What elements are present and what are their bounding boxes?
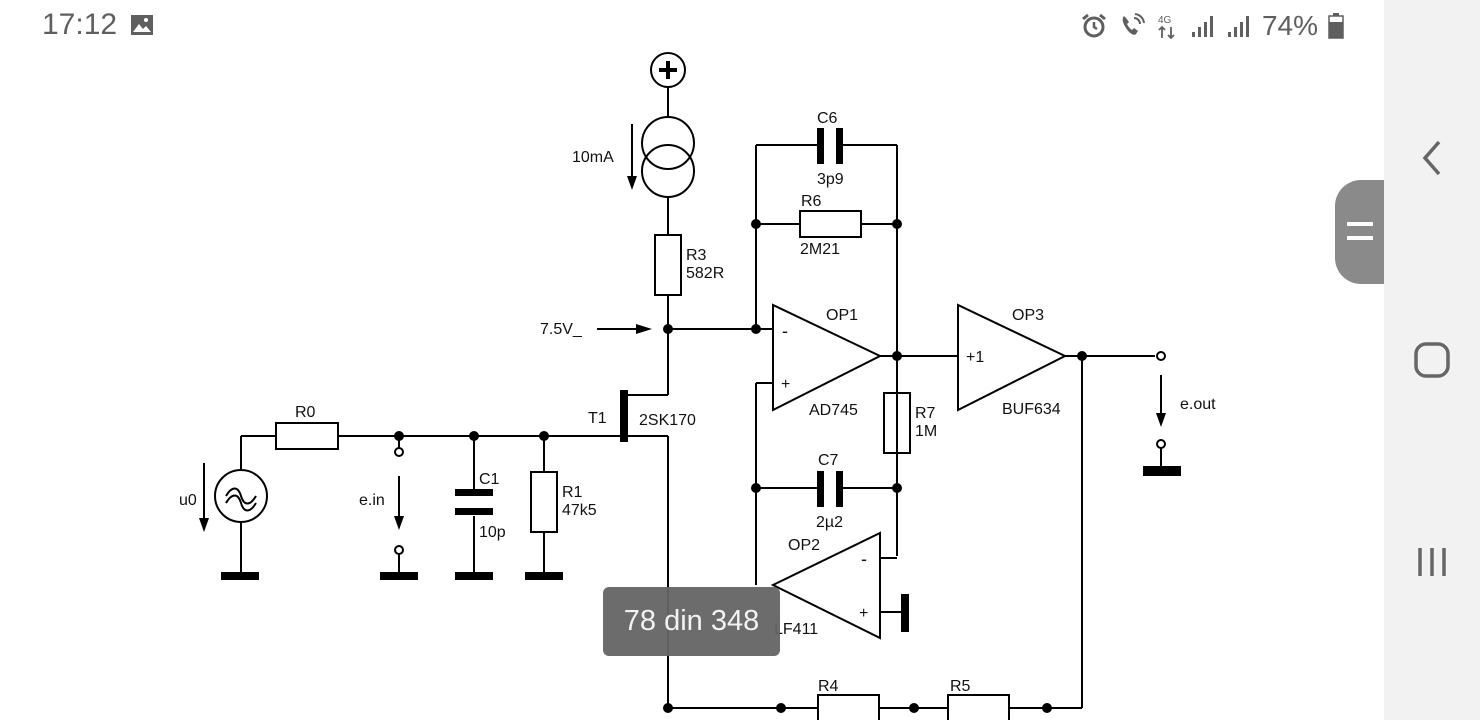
status-bar: 17:12 4G 74% [0, 0, 1384, 52]
page-indicator: 78 din 348 [603, 587, 780, 656]
battery-percent: 74% [1261, 10, 1318, 41]
label-supply: 10mA [572, 149, 614, 166]
recents-icon [1418, 548, 1446, 576]
label-r3-value: 582R [686, 265, 724, 282]
signal-icon [1227, 16, 1249, 37]
recents-button[interactable] [1402, 532, 1462, 592]
label-r7: R7 [915, 405, 936, 422]
label-op1-plus: + [781, 376, 790, 393]
alarm-icon [1082, 13, 1106, 38]
svg-text:4G: 4G [1158, 15, 1172, 26]
label-r3: R3 [686, 247, 707, 264]
label-c1-value: 10p [479, 524, 506, 541]
label-c7-value: 2µ2 [816, 514, 843, 531]
battery-icon [1328, 13, 1344, 39]
schematic-diagram: 10mA C6 3p9 R6 2M21 R3 582R 7.5V_ OP1 - … [179, 52, 1216, 722]
label-t1: T1 [588, 410, 607, 427]
label-r7-value: 1M [915, 423, 937, 440]
label-op2-plus: + [859, 605, 868, 622]
gallery-icon [131, 15, 153, 35]
back-button[interactable] [1402, 128, 1462, 188]
label-op2-part: LF411 [774, 621, 818, 638]
label-c6-value: 3p9 [817, 171, 844, 188]
label-op1-minus: - [782, 321, 788, 341]
label-r5: R5 [950, 678, 971, 695]
label-r4: R4 [818, 678, 839, 695]
drag-handle-icon [1347, 222, 1373, 240]
network-type-icon: 4G [1158, 15, 1175, 40]
label-eout: e.out [1180, 396, 1216, 413]
label-t1-part: 2SK170 [639, 412, 696, 429]
label-op1-part: AD745 [809, 402, 858, 419]
label-r1: R1 [562, 484, 583, 501]
document-viewer[interactable]: 10mA C6 3p9 R6 2M21 R3 582R 7.5V_ OP1 - … [0, 0, 1384, 722]
home-icon [1414, 342, 1450, 378]
home-button[interactable] [1402, 330, 1462, 390]
label-op3: OP3 [1012, 307, 1044, 324]
label-op2-minus: - [861, 549, 867, 569]
label-op3-part: BUF634 [1002, 401, 1061, 418]
label-r0: R0 [295, 404, 316, 421]
label-vref: 7.5V_ [540, 321, 583, 338]
label-r1-value: 47k5 [562, 502, 597, 519]
label-op1: OP1 [826, 307, 858, 324]
fast-scroll-handle[interactable] [1335, 180, 1384, 284]
label-ein: e.in [359, 492, 385, 509]
label-r6: R6 [801, 193, 822, 210]
chevron-left-icon [1422, 140, 1441, 176]
wifi-calling-icon [1122, 13, 1145, 35]
label-u0: u0 [179, 492, 197, 509]
label-c1: C1 [479, 471, 500, 488]
label-r6-value: 2M21 [800, 241, 840, 258]
status-time: 17:12 [42, 8, 118, 41]
signal-icon [1191, 16, 1213, 37]
label-c6: C6 [817, 110, 838, 127]
label-op3-gain: +1 [966, 349, 984, 366]
status-icons: 4G 74% [1080, 10, 1344, 42]
label-op2: OP2 [788, 537, 820, 554]
navigation-bar [1384, 0, 1480, 720]
label-c7: C7 [818, 452, 839, 469]
